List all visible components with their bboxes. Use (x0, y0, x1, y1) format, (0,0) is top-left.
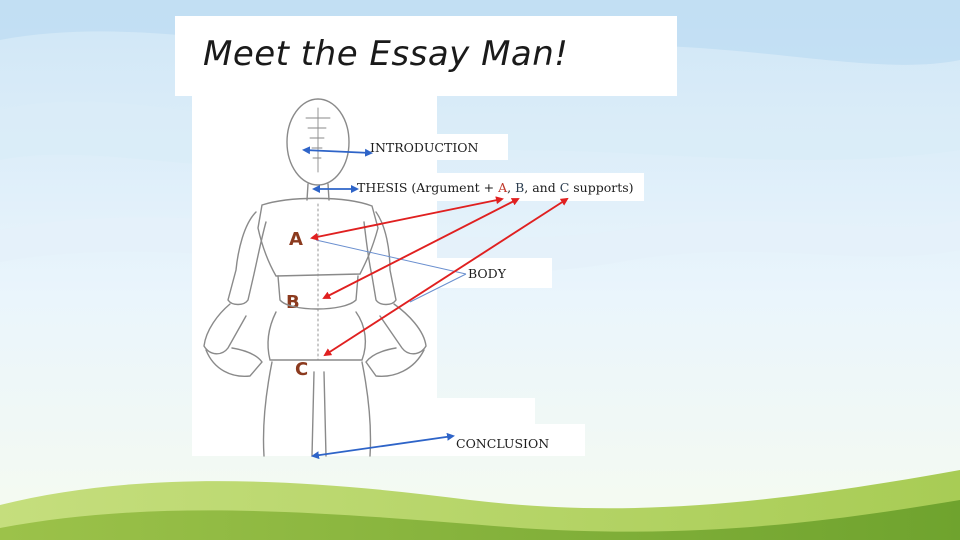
title-box: Meet the Essay Man! (175, 16, 677, 96)
arrow-thesis-c (323, 197, 569, 357)
mannequin-neck (306, 183, 330, 201)
right-leg (323, 361, 372, 457)
thesis-suffix: supports) (569, 180, 634, 195)
blue-arrows (302, 146, 455, 460)
thesis-c: C (559, 180, 570, 195)
body-bracket-lower (409, 273, 467, 303)
body-bracket-upper (315, 239, 467, 275)
thesis-sep1: , (507, 180, 516, 195)
thesis-b: B (515, 180, 525, 195)
thesis-label: THESIS (Argument + A, B, and C supports) (357, 180, 634, 195)
arrow-introduction (302, 146, 373, 157)
conclusion-label-box: CONCLUSION (437, 424, 585, 456)
mannequin-sketch (203, 98, 427, 457)
introduction-label-box: INTRODUCTION (365, 134, 508, 160)
body-extension-box (437, 398, 535, 424)
conclusion-label: CONCLUSION (456, 436, 550, 451)
head-guides (305, 107, 331, 173)
grass-front (0, 500, 960, 540)
left-hand (205, 347, 263, 377)
left-leg (262, 361, 315, 457)
left-upper-arm (227, 211, 267, 306)
introduction-label: INTRODUCTION (370, 140, 479, 155)
right-hand (365, 347, 425, 377)
thesis-prefix: THESIS (Argument + (357, 180, 499, 195)
slide-title: Meet the Essay Man! (203, 34, 569, 74)
body-bracket (315, 239, 467, 303)
right-forearm (379, 303, 427, 355)
mannequin-hips (267, 311, 367, 361)
arrow-thesis-a (310, 196, 504, 241)
thesis-sep2: , and (524, 180, 560, 195)
marker-c: C (295, 359, 309, 380)
marker-a: A (289, 229, 303, 250)
arrow-conclusion (311, 432, 455, 460)
thesis-a: A (498, 180, 508, 195)
left-forearm (203, 303, 247, 355)
red-arrows (310, 196, 569, 357)
